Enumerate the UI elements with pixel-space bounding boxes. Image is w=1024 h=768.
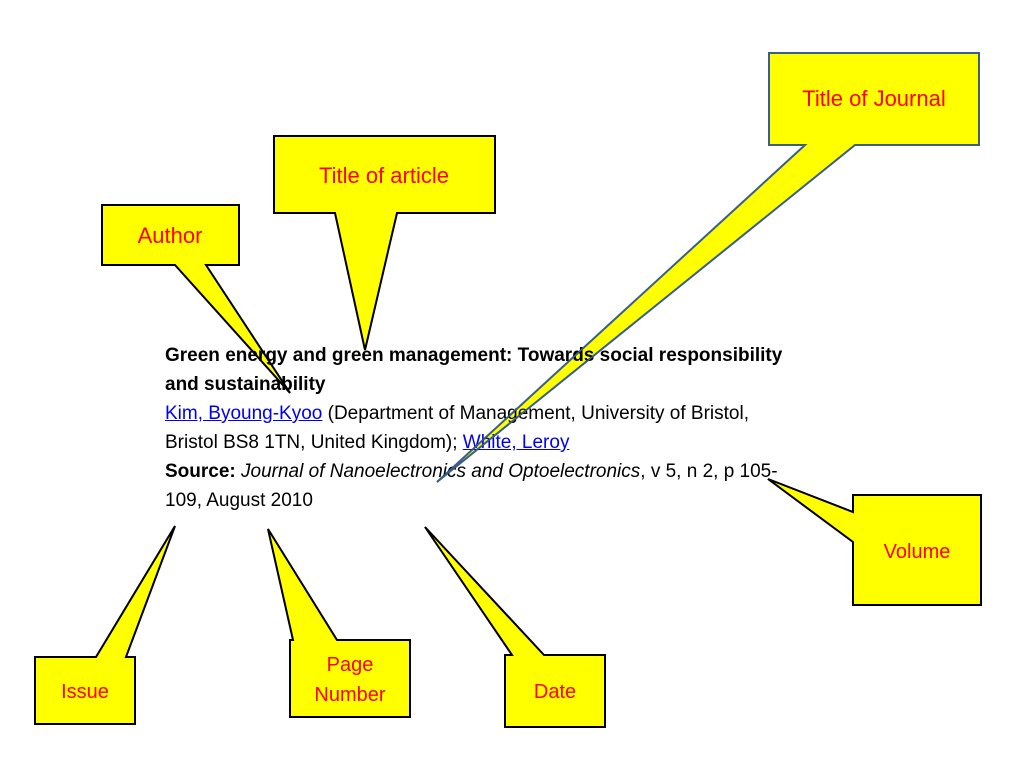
article-title: Green energy and green management: Towar… xyxy=(165,345,783,395)
callout-issue-label: Issue xyxy=(61,681,109,703)
journal-title: Journal of Nanoelectronics and Optoelect… xyxy=(241,461,641,482)
citation-record: Green energy and green management: Towar… xyxy=(165,341,805,515)
callout-author-label: Author xyxy=(138,223,203,248)
callout-page-number-label-line2: Number xyxy=(314,684,385,706)
callout-journal-label: Title of Journal xyxy=(802,86,945,111)
callout-date-label: Date xyxy=(534,681,576,703)
callout-article-label: Title of article xyxy=(319,163,449,188)
author-link-kim[interactable]: Kim, Byoung-Kyoo xyxy=(165,403,323,424)
callout-date xyxy=(424,526,606,728)
callout-volume-label: Volume xyxy=(884,541,951,563)
callout-page-number-label-line1: Page xyxy=(327,654,374,676)
author-link-white[interactable]: White, Leroy xyxy=(462,432,570,453)
source-label: Source: xyxy=(165,461,236,482)
